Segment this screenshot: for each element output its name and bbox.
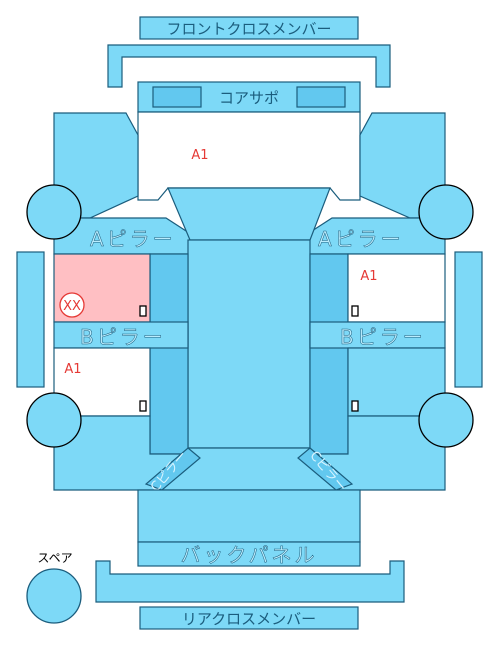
right-front-wheel[interactable] — [418, 184, 474, 240]
core-support-label: コアサポ — [219, 89, 279, 107]
left-side-sill[interactable] — [16, 251, 45, 388]
left-rocker[interactable] — [149, 253, 189, 455]
right-front-door[interactable] — [347, 253, 446, 323]
left-rear-door-handle — [139, 400, 147, 412]
right-front-door-damage-code: A1 — [360, 269, 377, 284]
right-rear-wheel[interactable] — [418, 392, 474, 448]
left-front-door-handle — [139, 305, 147, 317]
left-front-door-damage-marker — [59, 292, 85, 318]
right-side-sill[interactable] — [454, 251, 483, 388]
right-rear-door-handle — [351, 400, 359, 412]
hood-damage-code: A1 — [191, 148, 208, 163]
hood[interactable] — [137, 111, 361, 201]
front-cross-member-label: フロントクロスメンバー — [166, 20, 331, 38]
b-pillar-left-label: Bピラー — [80, 325, 166, 349]
spare-tire[interactable] — [26, 568, 82, 624]
front-bumper[interactable] — [107, 44, 391, 88]
rear-cross-member[interactable] — [139, 606, 359, 630]
b-pillar-left[interactable] — [53, 321, 189, 349]
right-headlight[interactable] — [296, 86, 346, 108]
rear-cross-member-label: リアクロスメンバー — [182, 610, 316, 628]
left-rear-door-damage-code: A1 — [64, 362, 81, 377]
a-pillar-left-label: Aピラー — [90, 227, 176, 251]
spare-label: スペア — [37, 551, 72, 565]
left-front-door-damage-code: XX — [63, 299, 81, 314]
left-rear-wheel[interactable] — [26, 392, 82, 448]
a-pillar-right-label: Aピラー — [318, 227, 404, 251]
left-front-wheel[interactable] — [26, 184, 82, 240]
trunk-lid[interactable] — [137, 489, 361, 543]
windshield[interactable] — [167, 187, 331, 241]
left-headlight[interactable] — [152, 86, 202, 108]
right-rocker[interactable] — [309, 253, 349, 455]
rear-bumper[interactable] — [95, 560, 405, 603]
back-panel-label: バックパネル — [181, 543, 318, 567]
back-panel[interactable] — [137, 541, 361, 567]
roof[interactable] — [187, 239, 311, 449]
front-cross-member[interactable] — [139, 16, 359, 40]
right-front-door-handle — [351, 305, 359, 317]
b-pillar-right-label: Bピラー — [340, 325, 426, 349]
